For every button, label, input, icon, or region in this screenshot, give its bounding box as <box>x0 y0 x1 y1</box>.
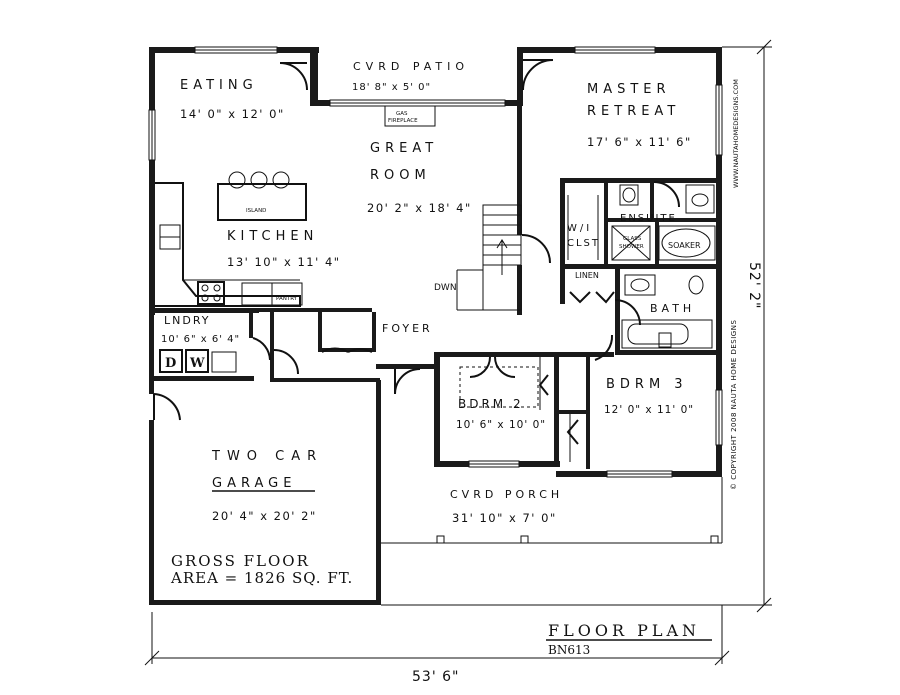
website-text: WWW.NAUTAHOMEDESIGNS.COM <box>732 79 740 188</box>
garage-dims: 20' 4" x 20' 2" <box>212 509 317 523</box>
clst-label: CLST <box>567 238 600 249</box>
kitchen-dims: 13' 10" x 11' 4" <box>227 255 341 269</box>
gross-floor-line2: AREA = 1826 SQ. FT. <box>170 569 353 587</box>
ensuite-label: ENSUITE <box>620 213 677 224</box>
cvrd-patio-label: CVRD PATIO <box>353 60 469 73</box>
door-swings <box>153 59 680 445</box>
dimension-lines <box>144 39 772 666</box>
bath-label: BATH <box>650 302 695 315</box>
great-room-label-2: ROOM <box>370 168 431 183</box>
interior-walls <box>149 100 720 469</box>
stairs <box>456 204 522 311</box>
dryer-label: D <box>165 356 176 371</box>
foyer-label: FOYER <box>382 322 433 335</box>
kitchen-label: KITCHEN <box>227 229 318 244</box>
great-room-label-1: GREAT <box>370 141 438 156</box>
garage-label-2: GARAGE <box>212 476 296 491</box>
gross-floor-line1: GROSS FLOOR <box>171 552 310 570</box>
master-dims: 17' 6" x 11' 6" <box>587 135 692 149</box>
bdrm2-label: BDRM 2 <box>458 397 524 411</box>
bdrm3-label: BDRM 3 <box>606 377 688 392</box>
gas-label: GAS <box>396 111 408 117</box>
floor-plan-title: FLOOR PLAN <box>548 621 700 640</box>
wi-label: W/I <box>567 223 592 234</box>
copyright-text: © COPYRIGHT 2008 NAUTA HOME DESIGNS <box>730 320 738 490</box>
bdrm3-dims: 12' 0" x 11' 0" <box>604 404 694 416</box>
eating-label: EATING <box>180 78 258 93</box>
fireplace-label: FIREPLACE <box>388 118 418 124</box>
lndry-label: LNDRY <box>164 314 211 327</box>
cvrd-porch-dims: 31' 10" x 7' 0" <box>452 511 557 525</box>
shower-label: SHOWER <box>619 244 644 250</box>
eating-dims: 14' 0" x 12' 0" <box>180 107 285 121</box>
soaker-label: SOAKER <box>668 241 701 250</box>
pantry-label: PANTRY <box>276 296 298 302</box>
glass-label: GLASS <box>623 236 642 242</box>
depth-dimension: 52' 2" <box>746 262 762 309</box>
dwn-label: DWN <box>434 283 457 293</box>
lndry-dims: 10' 6" x 6' 4" <box>161 334 240 345</box>
master-label-2: RETREAT <box>587 104 680 119</box>
porch <box>381 477 723 544</box>
great-room-dims: 20' 2" x 18' 4" <box>367 201 472 215</box>
garage-label-1: TWO CAR <box>211 449 323 464</box>
plan-code: BN613 <box>548 643 590 657</box>
linen-label: LINEN <box>575 271 599 280</box>
bdrm2-dims: 10' 6" x 10' 0" <box>456 419 546 431</box>
cvrd-porch-label: CVRD PORCH <box>450 488 563 501</box>
cvrd-patio-dims: 18' 8" x 5' 0" <box>352 82 431 93</box>
washer-label: W <box>189 356 205 371</box>
master-label-1: MASTER <box>587 82 671 97</box>
width-dimension: 53' 6" <box>412 669 459 685</box>
windows <box>148 46 723 478</box>
fixtures <box>155 105 716 462</box>
island-label: ISLAND <box>246 208 266 214</box>
